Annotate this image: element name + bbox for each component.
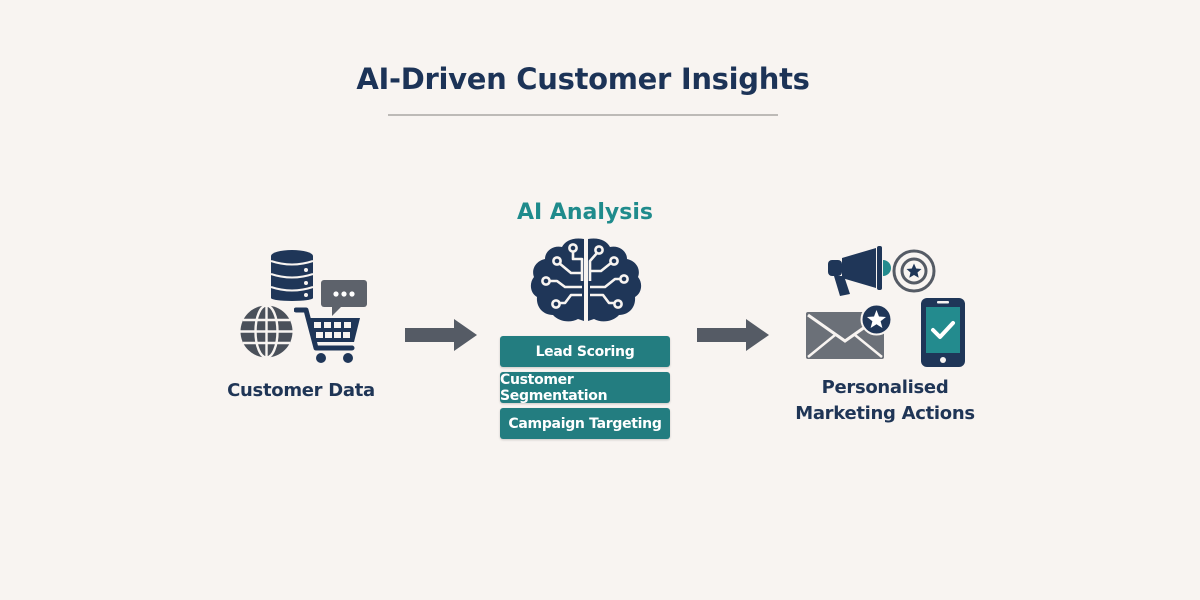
page-title: AI-Driven Customer Insights [356,62,810,96]
ai-brain-circuit-icon [530,238,642,322]
title-divider [388,114,778,116]
ai-analysis-heading: AI Analysis [516,200,654,225]
step-lead-scoring: Lead Scoring [500,336,670,367]
star-badge-icon [860,303,893,336]
step-customer-segmentation: Customer Segmentation [500,372,670,404]
customer-data-label: Customer Data [227,380,375,401]
arrow-right-icon [405,319,477,351]
target-star-icon [892,249,936,293]
chat-bubble-icon [321,280,367,316]
megaphone-icon [828,246,891,296]
marketing-actions-label-line2: Marketing Actions [795,403,975,424]
step-campaign-targeting: Campaign Targeting [500,408,670,439]
marketing-actions-label-line1: Personalised [821,377,949,398]
globe-icon [240,304,293,359]
mobile-check-icon [921,298,965,367]
shopping-cart-icon [294,307,360,363]
arrow-right-icon [697,319,769,351]
database-icon [270,250,314,301]
